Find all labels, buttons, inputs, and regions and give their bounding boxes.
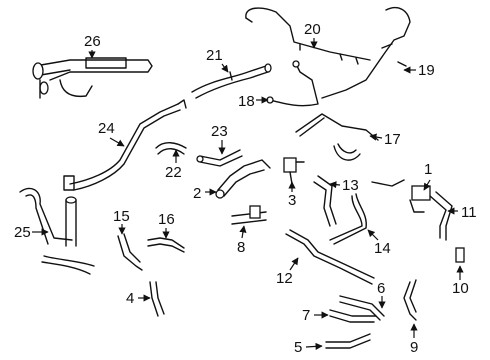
part-15-hose	[117, 233, 143, 271]
part-18-pipe	[266, 60, 319, 107]
part-14-hose	[329, 179, 405, 245]
svg-text:8: 8	[237, 239, 245, 256]
svg-text:5: 5	[294, 339, 302, 356]
svg-text:6: 6	[377, 280, 385, 297]
svg-text:26: 26	[84, 33, 101, 50]
callout-26: 26	[84, 33, 101, 59]
callout-23: 23	[211, 123, 228, 155]
part-19-pipe	[321, 6, 411, 99]
callout-22: 22	[165, 149, 182, 181]
part-21-hose	[191, 63, 272, 99]
svg-text:4: 4	[126, 290, 134, 307]
callout-9: 9	[410, 323, 418, 356]
part-4-hose	[149, 281, 165, 317]
part-12-pipe	[285, 229, 375, 285]
svg-text:10: 10	[452, 280, 469, 297]
part-13-hose	[313, 175, 337, 227]
callout-3: 3	[288, 181, 296, 209]
svg-text:14: 14	[374, 240, 391, 257]
callout-8: 8	[237, 225, 247, 256]
callout-18: 18	[238, 93, 269, 110]
part-1-bracket	[409, 185, 431, 213]
callout-14: 14	[367, 229, 391, 257]
callout-21: 21	[206, 47, 229, 73]
part-24-hose	[63, 99, 187, 191]
svg-text:9: 9	[410, 339, 418, 356]
svg-text:23: 23	[211, 123, 228, 140]
part-20-pipe	[245, 7, 371, 65]
callout-13: 13	[329, 177, 359, 194]
svg-text:2: 2	[193, 185, 201, 202]
part-16-hose	[147, 237, 185, 253]
part-10-connector	[455, 247, 465, 263]
svg-text:16: 16	[158, 211, 175, 228]
part-17-pipe	[295, 113, 379, 161]
svg-text:24: 24	[98, 120, 115, 137]
svg-text:20: 20	[304, 21, 321, 38]
callout-11: 11	[447, 204, 477, 221]
callout-4: 4	[126, 290, 151, 307]
callout-19: 19	[403, 62, 435, 79]
svg-text:18: 18	[238, 93, 255, 110]
svg-text:19: 19	[418, 62, 435, 79]
part-9-hose	[403, 279, 417, 321]
svg-text:1: 1	[424, 161, 432, 178]
svg-text:17: 17	[384, 131, 401, 148]
svg-text:11: 11	[461, 204, 477, 221]
callout-6: 6	[377, 280, 386, 309]
part-5-hose	[325, 333, 371, 349]
svg-text:21: 21	[206, 47, 223, 64]
part-11-hose	[429, 191, 453, 241]
part-26-heater-pipe-assembly	[32, 57, 153, 99]
callout-2: 2	[193, 185, 217, 202]
svg-text:22: 22	[165, 164, 182, 181]
part-7-hose	[329, 309, 377, 323]
callout-16: 16	[158, 211, 175, 239]
svg-text:25: 25	[14, 224, 31, 241]
callout-7: 7	[302, 307, 329, 324]
part-6-hose	[339, 295, 385, 321]
part-23-hose	[196, 149, 243, 167]
callout-24: 24	[98, 120, 125, 147]
callout-1: 1	[423, 161, 432, 191]
callout-15: 15	[113, 208, 130, 235]
part-22-hose	[155, 142, 187, 155]
svg-text:15: 15	[113, 208, 130, 225]
callout-5: 5	[294, 339, 323, 356]
svg-text:13: 13	[342, 177, 359, 194]
part-2-hose	[215, 159, 271, 199]
svg-text:12: 12	[276, 270, 293, 287]
callout-25: 25	[14, 224, 49, 241]
part-3-valve	[283, 157, 305, 185]
callout-17: 17	[369, 131, 401, 148]
svg-text:7: 7	[302, 307, 310, 324]
callout-12: 12	[276, 257, 299, 287]
callout-10: 10	[452, 265, 469, 297]
callout-20: 20	[304, 21, 321, 49]
part-25-hose-assembly	[19, 187, 95, 275]
svg-text:3: 3	[288, 192, 296, 209]
part-8-connector	[231, 205, 267, 225]
